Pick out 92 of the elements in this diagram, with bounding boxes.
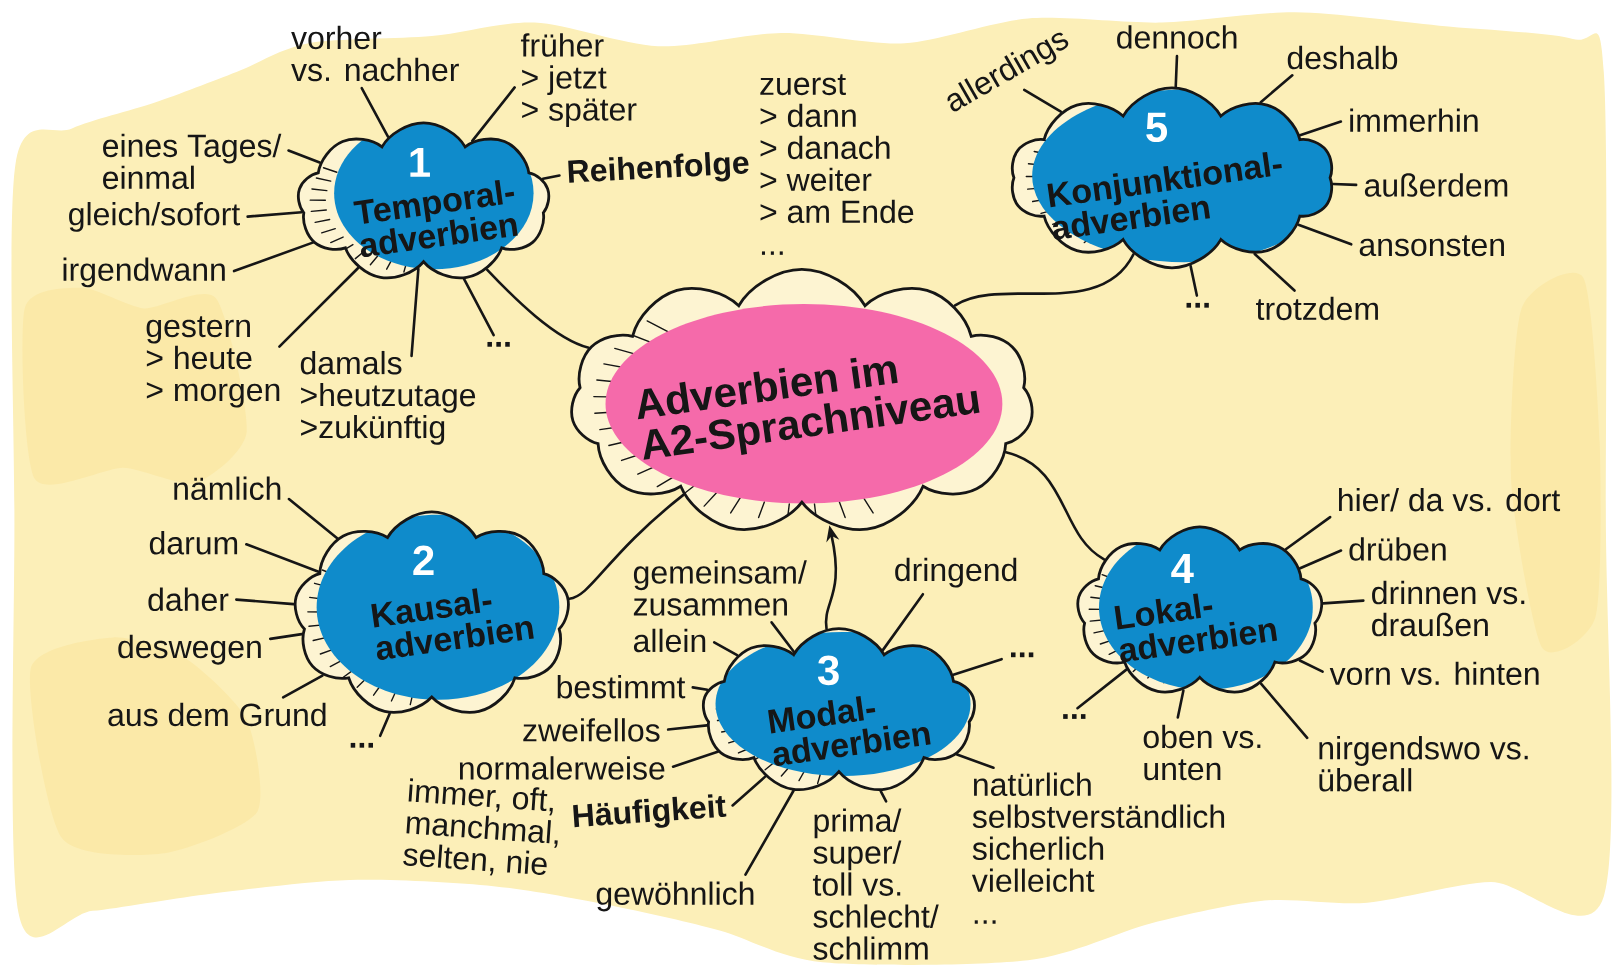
leader-line bbox=[1174, 54, 1179, 88]
word-label: irgendwann bbox=[63, 257, 225, 288]
leader-line bbox=[1297, 223, 1353, 246]
ellipsis: ... bbox=[1063, 713, 1086, 719]
leader-line bbox=[287, 497, 339, 540]
word-label: bestimmt bbox=[557, 674, 686, 699]
leader-line bbox=[1298, 658, 1324, 673]
leader-line bbox=[232, 241, 314, 273]
leader-line bbox=[246, 210, 303, 218]
word-label: damals >heutzutage >zukünftig bbox=[300, 350, 476, 445]
word-label: drüben bbox=[1349, 537, 1446, 561]
leader-line bbox=[378, 712, 391, 737]
leader-line bbox=[462, 277, 495, 337]
leader-line bbox=[691, 685, 709, 691]
cloud-heading: Temporal- adverbien bbox=[353, 179, 518, 257]
ellipsis: ... bbox=[1011, 652, 1034, 657]
word-label: daher bbox=[148, 587, 229, 611]
word-label: allein bbox=[633, 628, 706, 652]
word-label: früher > jetzt > später bbox=[520, 33, 637, 127]
word-label: außerdem bbox=[1364, 173, 1508, 197]
leader-line bbox=[712, 640, 739, 657]
leader-line bbox=[287, 148, 321, 164]
cloud-heading: Modal- adverbien bbox=[768, 695, 931, 766]
leader-line bbox=[360, 86, 390, 138]
leader-line bbox=[1298, 120, 1343, 137]
word-label: oben vs. unten bbox=[1143, 724, 1261, 781]
leader-line bbox=[1076, 668, 1128, 710]
word-label: vorher vs. nachher bbox=[291, 25, 459, 81]
category-label: Häufigkeit bbox=[573, 794, 727, 828]
leader-line bbox=[1322, 599, 1365, 605]
example-list: zuerst > dann > danach > weiter > am Ende ... bbox=[760, 73, 914, 255]
leader-line bbox=[1259, 73, 1294, 104]
leader-line bbox=[410, 267, 420, 357]
word-label: darum bbox=[149, 530, 238, 555]
leader-line bbox=[281, 674, 324, 699]
word-label: eines Tages/ einmal bbox=[103, 133, 282, 189]
word-label: ansonsten bbox=[1359, 235, 1504, 256]
leader-line bbox=[1284, 515, 1332, 551]
leader-line bbox=[1331, 182, 1358, 186]
leader-line bbox=[1253, 252, 1296, 292]
word-label: drinnen vs. draußen bbox=[1372, 580, 1525, 637]
leader-line bbox=[278, 266, 360, 348]
leader-line bbox=[541, 174, 561, 180]
leader-line bbox=[671, 750, 719, 768]
category-label: Reihenfolge bbox=[568, 151, 749, 183]
cloud-heading: Lokal- adverbien bbox=[1114, 593, 1278, 662]
word-label: gleich/sofort bbox=[69, 201, 240, 232]
leader-line bbox=[235, 598, 295, 606]
word-label: nirgendswo vs. überall bbox=[1319, 735, 1528, 792]
connector-line bbox=[1004, 450, 1106, 561]
leader-line bbox=[879, 789, 888, 803]
leader-line bbox=[1259, 682, 1309, 739]
leader-line bbox=[471, 85, 516, 142]
word-label: hier/ da vs. dort bbox=[1339, 487, 1561, 512]
leader-line bbox=[952, 657, 1003, 676]
connector-line bbox=[568, 493, 685, 600]
word-label: deshalb bbox=[1287, 45, 1398, 70]
connector-line bbox=[485, 268, 590, 349]
number-label: 2 bbox=[413, 545, 434, 575]
leader-line bbox=[744, 789, 795, 876]
ellipsis: ... bbox=[350, 742, 373, 748]
cloud-heading: Konjunktional- adverbien bbox=[1047, 151, 1282, 240]
leader-line bbox=[268, 632, 304, 640]
ellipsis: ... bbox=[487, 341, 510, 347]
leader-line bbox=[1189, 264, 1199, 297]
cloud-heading: Adverbien im A2-Sprachniveau bbox=[637, 357, 980, 460]
leader-line bbox=[1022, 88, 1063, 113]
word-label: immerhin bbox=[1350, 108, 1478, 132]
connector-line bbox=[953, 252, 1135, 307]
word-label: zweifellos bbox=[523, 717, 660, 742]
word-label: trotzdem bbox=[1256, 296, 1378, 320]
word-label: normalerweise bbox=[459, 756, 665, 780]
leader-line bbox=[955, 752, 995, 769]
leader-line bbox=[666, 723, 709, 731]
word-label: dringend bbox=[895, 557, 1017, 588]
number-label: 3 bbox=[817, 655, 839, 685]
word-label: vorn vs. hinten bbox=[1329, 661, 1539, 685]
leader-line bbox=[731, 775, 767, 807]
word-label: nämlich bbox=[174, 476, 281, 500]
word-label: prima/ super/ toll vs. schlecht/ schlimm bbox=[812, 808, 939, 960]
leader-line bbox=[881, 592, 925, 652]
leader-line bbox=[245, 542, 320, 573]
leader-line bbox=[1298, 549, 1343, 570]
word-label: dennoch bbox=[1117, 25, 1237, 49]
number-label: 1 bbox=[410, 147, 430, 177]
number-label: 4 bbox=[1171, 553, 1194, 583]
word-label: gewöhnlich bbox=[596, 881, 754, 912]
leader-line bbox=[1176, 688, 1185, 719]
ellipsis: ... bbox=[1186, 302, 1209, 308]
number-label: 5 bbox=[1146, 112, 1168, 142]
leader-line bbox=[770, 620, 796, 653]
cloud-heading: Kausal- adverbien bbox=[371, 588, 534, 660]
